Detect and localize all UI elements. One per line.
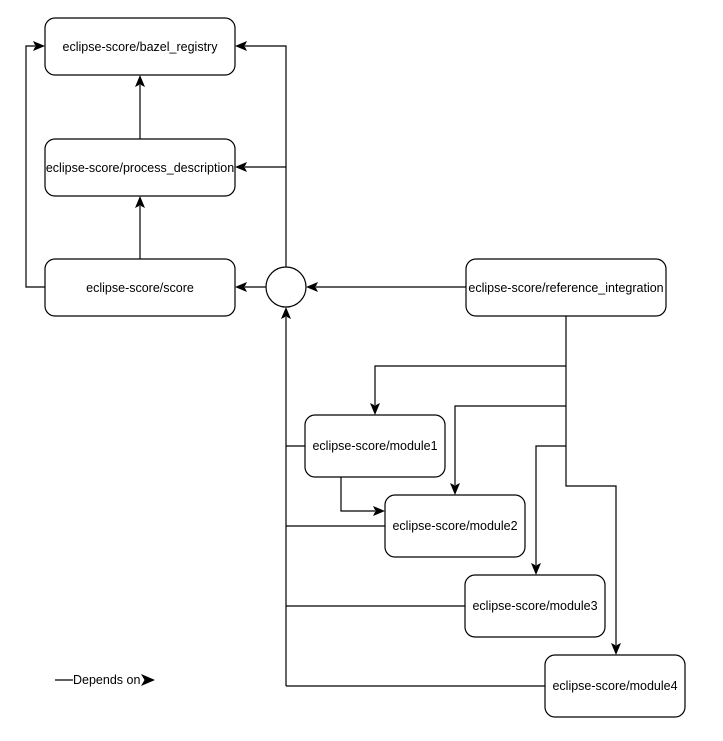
node-module2-box[interactable] xyxy=(384,494,526,558)
node-module2-label: eclipse-score/module2 xyxy=(392,519,517,533)
edge-reference_integration-to-junction xyxy=(306,282,466,292)
node-reference-integration-label: eclipse-score/reference_integration xyxy=(468,281,663,295)
node-bazel-registry[interactable]: eclipse-score/bazel_registry xyxy=(44,17,236,76)
edge-reference_integration-to-module3 xyxy=(531,445,566,575)
edge-score-to-bazel_registry xyxy=(25,41,45,288)
node-module3[interactable]: eclipse-score/module3 xyxy=(464,574,606,638)
node-process-description[interactable]: eclipse-score/process_description xyxy=(44,138,236,197)
edge-junction-to-score xyxy=(235,282,266,292)
node-process-description-box[interactable] xyxy=(44,138,236,197)
node-module1-label: eclipse-score/module1 xyxy=(312,439,437,453)
node-score-label: eclipse-score/score xyxy=(86,281,194,295)
node-score-box[interactable] xyxy=(44,258,236,317)
legend-arrow-icon xyxy=(141,674,155,686)
edge-reference_integration-to-module2 xyxy=(450,405,566,495)
edge-reference_integration-to-module4 xyxy=(611,643,621,655)
node-module1[interactable]: eclipse-score/module1 xyxy=(304,414,446,478)
edge-module-collector-trunk xyxy=(281,307,291,686)
node-module2[interactable]: eclipse-score/module2 xyxy=(384,494,526,558)
node-process-description-label: eclipse-score/process_description xyxy=(46,161,234,175)
edge-score-to-process_description xyxy=(135,196,145,259)
legend: Depends on xyxy=(55,673,155,687)
node-module1-box[interactable] xyxy=(304,414,446,478)
edge-process_description-to-bazel_registry xyxy=(135,75,145,139)
node-module4-label: eclipse-score/module4 xyxy=(552,679,677,693)
node-score[interactable]: eclipse-score/score xyxy=(44,258,236,317)
node-module3-label: eclipse-score/module3 xyxy=(472,599,597,613)
node-bazel-registry-label: eclipse-score/bazel_registry xyxy=(63,40,219,54)
node-reference-integration[interactable]: eclipse-score/reference_integration xyxy=(465,258,667,317)
node-module3-box[interactable] xyxy=(464,574,606,638)
edge-junction-to-process_description xyxy=(235,162,287,267)
node-reference-integration-box[interactable] xyxy=(465,258,667,317)
node-module4-box[interactable] xyxy=(544,654,686,718)
fan-in-junction xyxy=(265,266,307,308)
edge-layer xyxy=(25,41,621,687)
node-module4[interactable]: eclipse-score/module4 xyxy=(544,654,686,718)
node-bazel-registry-box[interactable] xyxy=(44,17,236,76)
edge-junction-to-bazel_registry xyxy=(235,41,287,167)
edge-reference_integration-trunk xyxy=(565,316,617,645)
edge-reference_integration-to-module1 xyxy=(370,365,566,415)
node-layer: eclipse-score/bazel_registry eclipse-sco… xyxy=(44,17,686,718)
edge-module1-to-module2 xyxy=(340,477,385,516)
legend-label: Depends on xyxy=(73,673,140,687)
